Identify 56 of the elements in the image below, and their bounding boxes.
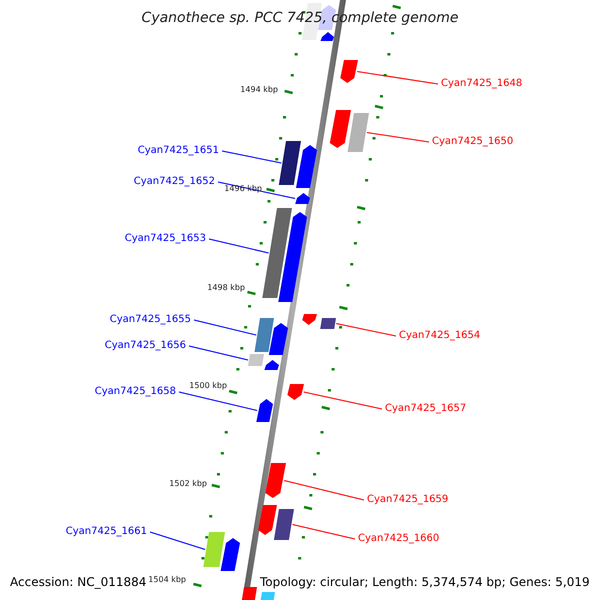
gene-label: Cyan7425_1655 xyxy=(110,314,191,326)
gene-feature xyxy=(254,318,274,352)
gene-feature xyxy=(278,141,301,185)
gene-label: Cyan7425_1657 xyxy=(385,403,466,415)
scale-label: 1504 kbp xyxy=(148,575,186,585)
gene-feature xyxy=(264,360,279,370)
gene-feature xyxy=(287,384,304,400)
gene-feature xyxy=(262,208,292,298)
leader-line xyxy=(194,320,257,336)
gene-label: Cyan7425_1659 xyxy=(367,494,448,506)
gene-feature xyxy=(260,592,275,600)
leader-line xyxy=(303,392,382,410)
leader-line xyxy=(188,346,249,360)
gene-feature xyxy=(258,505,277,535)
leader-line xyxy=(150,532,206,550)
gene-feature xyxy=(302,314,317,325)
gene-label: Cyan7425_1656 xyxy=(104,340,186,352)
leader-line xyxy=(218,182,296,199)
gene-feature xyxy=(340,60,358,83)
leader-line xyxy=(208,238,270,254)
gene-feature xyxy=(295,193,310,204)
leader-line xyxy=(366,132,430,142)
gene-feature xyxy=(256,399,273,422)
gene-feature xyxy=(242,587,257,600)
gene-feature xyxy=(320,318,336,329)
scale-label: 1500 kbp xyxy=(189,381,227,391)
gene-label: Cyan7425_1652 xyxy=(134,176,215,188)
scale-label: 1498 kbp xyxy=(207,283,245,293)
footer-text: Accession: NC_011884 xyxy=(10,575,146,589)
gene-feature xyxy=(274,509,294,540)
gene-label: Cyan7425_1660 xyxy=(358,533,440,545)
footer-text: Topology: circular; Length: 5,374,574 bp; Genes: 5,019 xyxy=(260,575,590,589)
gene-label: Cyan7425_1654 xyxy=(399,330,480,342)
gene-label: Cyan7425_1648 xyxy=(441,78,522,90)
gene-feature xyxy=(220,538,240,571)
gene-label: Cyan7425_1651 xyxy=(138,145,219,157)
gene-feature xyxy=(320,32,334,41)
gene-feature xyxy=(330,110,351,148)
leader-line xyxy=(222,150,282,164)
gene-feature xyxy=(296,145,317,188)
gene-label: Cyan7425_1661 xyxy=(66,526,147,538)
scale-label: 1502 kbp xyxy=(169,479,207,489)
leader-line xyxy=(356,71,438,84)
gene-feature xyxy=(278,212,307,302)
leader-line xyxy=(336,323,396,336)
gene-feature xyxy=(268,323,288,355)
leader-line xyxy=(292,524,356,540)
gene-feature xyxy=(265,463,286,498)
gene-label: Cyan7425_1658 xyxy=(94,386,176,398)
gene-feature xyxy=(203,532,225,567)
leader-line xyxy=(178,392,258,411)
scale-label: 1494 kbp xyxy=(240,85,278,95)
leader-line xyxy=(284,480,364,500)
gene-label: Cyan7425_1653 xyxy=(124,233,206,245)
gene-label: Cyan7425_1650 xyxy=(432,136,514,148)
gene-feature xyxy=(248,354,264,366)
